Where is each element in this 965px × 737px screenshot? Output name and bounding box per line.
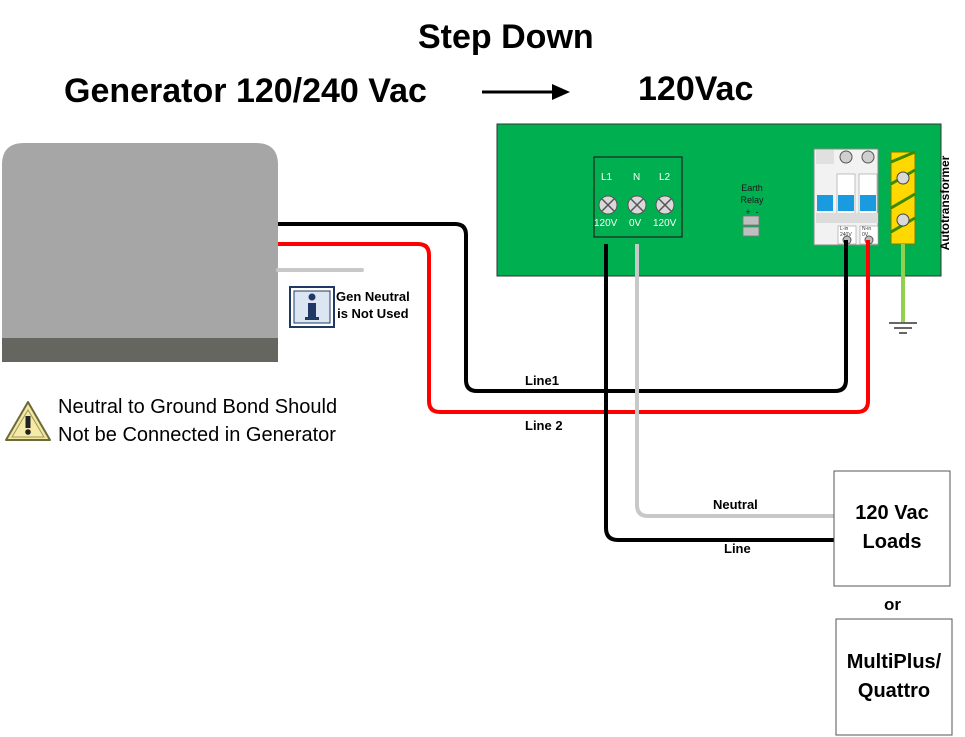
circuit-breaker — [813, 148, 879, 246]
earth-relay-switch — [742, 215, 760, 237]
wire-label-neutral: Neutral — [713, 497, 758, 512]
loads-label: 120 Vac Loads — [855, 502, 929, 553]
gen-neutral-note: Gen Neutral is Not Used — [336, 289, 410, 321]
terminal-label-l2: L2 — [659, 172, 671, 183]
terminal-screw-n — [627, 195, 647, 215]
multiplus-label: MultiPlus/ Quattro — [846, 651, 942, 702]
breaker-label-right: N-in 0V — [862, 226, 872, 238]
terminal-label-l1: L1 — [601, 172, 613, 183]
terminal-block — [593, 156, 683, 238]
output-title: 120Vac — [638, 70, 754, 108]
terminal-label-n: N — [633, 172, 641, 183]
ground-symbol-icon — [889, 322, 917, 334]
arrow-right-icon — [482, 84, 570, 100]
wire-label-line2: Line 2 — [525, 418, 563, 433]
terminal-voltage-l2: 120V — [653, 218, 677, 229]
info-icon — [289, 286, 335, 328]
or-label: or — [884, 595, 901, 614]
terminal-voltage-l1: 120V — [594, 218, 618, 229]
generator-title: Generator 120/240 Vac — [64, 72, 427, 110]
wire-label-line: Line — [724, 541, 751, 556]
autotransformer-label: Autotransformer — [938, 155, 952, 251]
generator-body — [2, 143, 278, 362]
earth-relay-label: Earth Relay + - — [740, 183, 764, 217]
warning-text: Neutral to Ground Bond Should Not be Con… — [58, 396, 338, 446]
terminal-screw-l2 — [655, 195, 675, 215]
step-down-title: Step Down — [418, 18, 594, 56]
multiplus-box — [835, 618, 953, 736]
breaker-label-left: L-in 240V — [840, 226, 852, 238]
wire-label-line1: Line1 — [525, 373, 559, 388]
warning-triangle-icon — [5, 401, 51, 441]
terminal-screw-l1 — [598, 195, 618, 215]
loads-box — [833, 470, 951, 587]
ground-terminal — [890, 150, 916, 245]
terminal-voltage-n: 0V — [629, 218, 642, 229]
